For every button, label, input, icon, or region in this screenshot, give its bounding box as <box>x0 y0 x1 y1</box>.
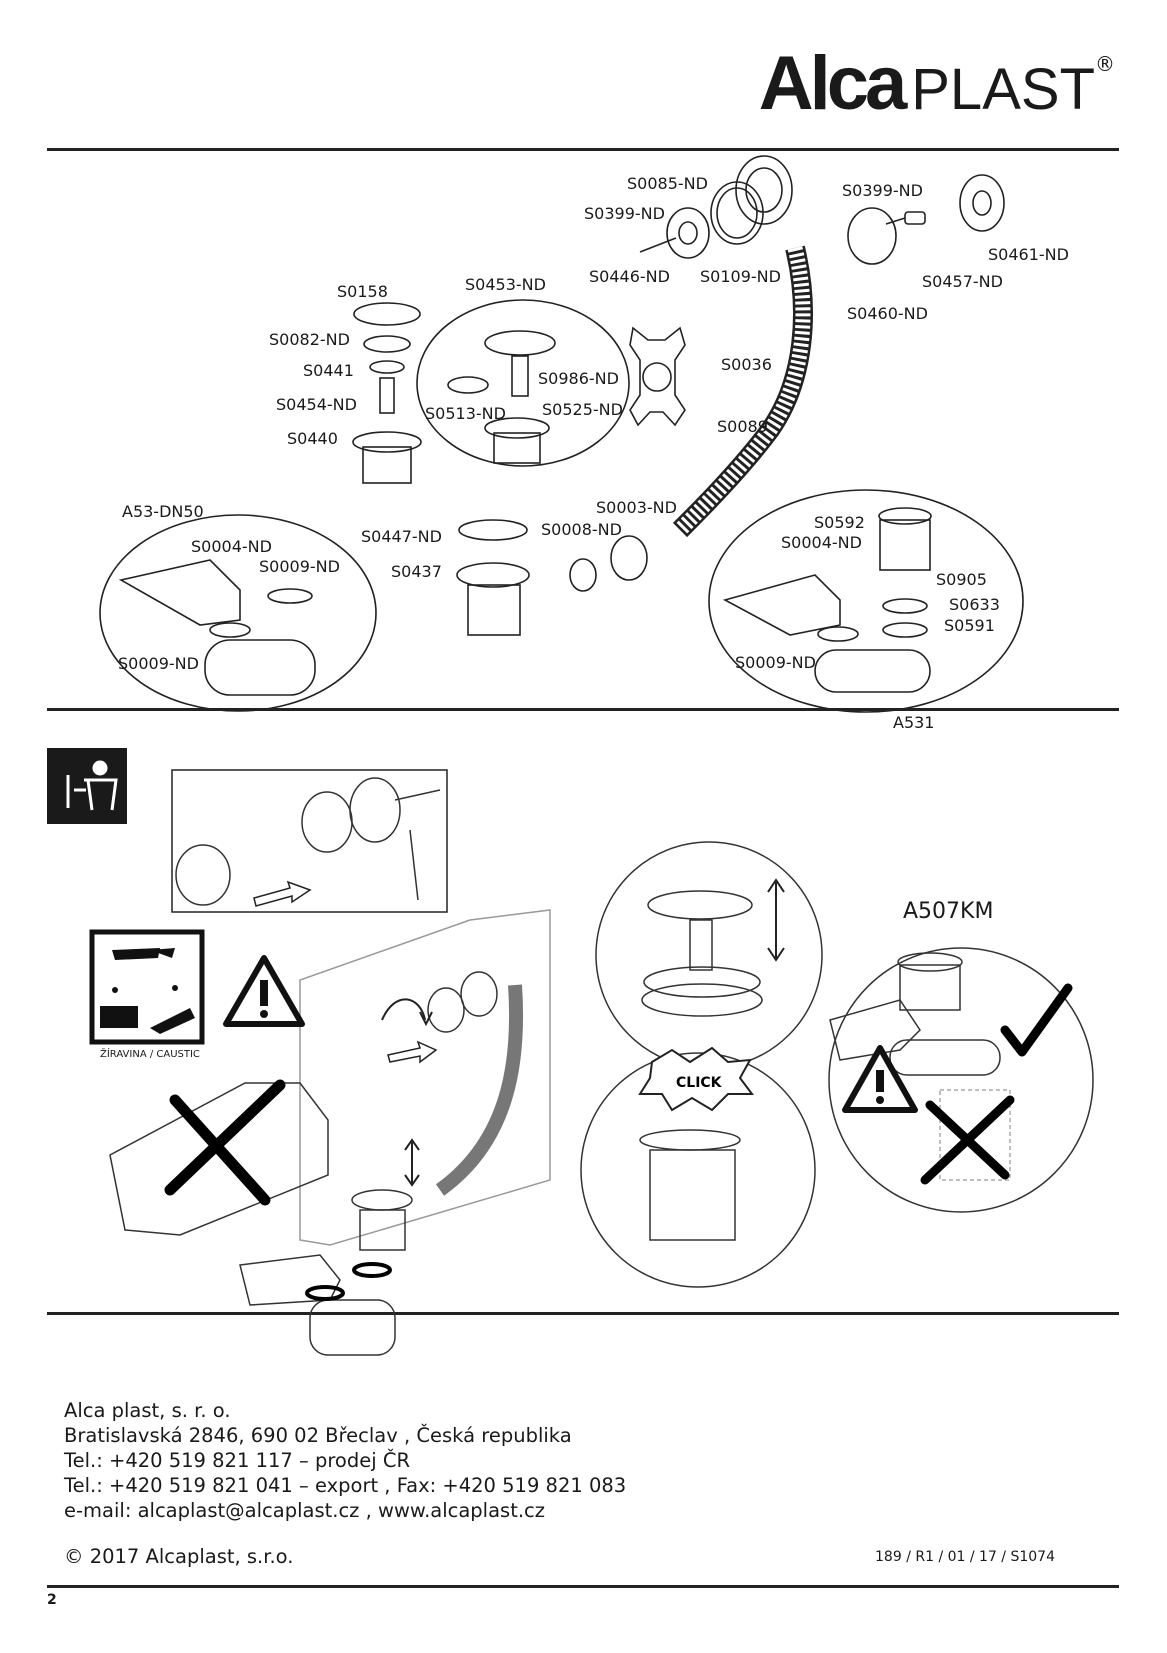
overflow-seal-ring <box>710 181 764 245</box>
label-s0513-nd: S0513-ND <box>425 404 506 423</box>
label-a531: A531 <box>893 713 934 732</box>
warning-triangle-icon <box>223 955 305 1027</box>
incompatible-cross-icon <box>920 1095 1015 1185</box>
drain-body-part <box>352 431 422 453</box>
label-s0986-nd: S0986-ND <box>538 369 619 388</box>
registered-mark: ® <box>1095 52 1115 76</box>
label-s0399-nd-right: S0399-ND <box>842 181 923 200</box>
label-s0109-nd: S0109-ND <box>700 267 781 286</box>
click-clack-kit-circle <box>416 299 630 467</box>
company-address: Bratislavská 2846, 690 02 Břeclav , Česk… <box>64 1424 572 1447</box>
label-s0457-nd: S0457-ND <box>922 272 1003 291</box>
detail-inset-frame <box>171 769 448 913</box>
label-s0446-nd: S0446-ND <box>589 267 670 286</box>
warning-triangle-icon-right <box>842 1045 918 1113</box>
phone-domestic: Tel.: +420 519 821 117 – prodej ČR <box>64 1449 410 1472</box>
label-s0440: S0440 <box>287 429 338 448</box>
magnifier-compatibility <box>828 947 1094 1213</box>
a531-trap-circle <box>708 489 1024 713</box>
magnifier-plug-bottom <box>580 1052 816 1288</box>
overflow-grille <box>666 207 710 259</box>
cover-cap-part <box>847 207 897 265</box>
label-s0009-nd-right: S0009-ND <box>735 653 816 672</box>
copyright: © 2017 Alcaplast, s.r.o. <box>64 1545 294 1568</box>
click-label: CLICK <box>676 1075 723 1091</box>
label-s0004-nd-right: S0004-ND <box>781 533 862 552</box>
top-divider <box>47 148 1119 151</box>
label-s0399-nd: S0399-ND <box>584 204 665 223</box>
footer-divider <box>47 1312 1119 1315</box>
magnifier-plug-top <box>595 841 823 1069</box>
label-s0453-nd: S0453-ND <box>465 275 546 294</box>
label-s0004-nd: S0004-ND <box>191 537 272 556</box>
label-s0454-nd: S0454-ND <box>276 395 357 414</box>
label-s0447-nd: S0447-ND <box>361 527 442 546</box>
label-s0089: S0089 <box>717 417 768 436</box>
label-s0003-nd: S0003-ND <box>596 498 677 517</box>
model-label-a507km: A507KM <box>903 899 993 924</box>
company-name: Alca plast, s. r. o. <box>64 1399 231 1422</box>
rotate-arrow-icon <box>381 878 785 1187</box>
bottom-divider <box>47 1585 1119 1588</box>
bathtub-outline <box>299 909 551 1246</box>
label-s0008-nd: S0008-ND <box>541 520 622 539</box>
phone-export: Tel.: +420 519 821 041 – export , Fax: +… <box>64 1474 627 1497</box>
label-s0085-nd: S0085-ND <box>627 174 708 193</box>
click-burst <box>638 1046 754 1112</box>
label-s0461-nd: S0461-ND <box>988 245 1069 264</box>
document-number: 189 / R1 / 01 / 17 / S1074 <box>875 1549 1055 1565</box>
a53-trap-circle <box>99 514 377 712</box>
check-icon <box>1000 983 1073 1057</box>
middle-divider <box>47 708 1119 711</box>
label-s0525-nd: S0525-ND <box>542 400 623 419</box>
prohibited-cross-icon <box>164 1079 286 1206</box>
page-number: 2 <box>47 1592 57 1608</box>
email-web[interactable]: e-mail: alcaplast@alcaplast.cz , www.alc… <box>64 1499 546 1522</box>
label-s0633: S0633 <box>949 595 1000 614</box>
label-s0592: S0592 <box>814 513 865 532</box>
label-s0591: S0591 <box>944 616 995 635</box>
label-s0460-nd: S0460-ND <box>847 304 928 323</box>
bracket-part <box>629 326 686 427</box>
push-arrow-icon <box>253 880 438 1064</box>
plug-cap-part <box>353 302 421 326</box>
label-s0009-nd-lower: S0009-ND <box>118 654 199 673</box>
label-s0158: S0158 <box>337 282 388 301</box>
logo-alca-text: Alca <box>758 41 908 126</box>
chemical-bottle <box>109 1082 329 1236</box>
label-s0036: S0036 <box>721 355 772 374</box>
installer-icon <box>47 748 127 824</box>
company-contact-block: Alca plast, s. r. o. Bratislavská 2846, … <box>64 1398 626 1523</box>
overflow-body-part <box>959 174 1005 232</box>
install-hose <box>435 984 524 1196</box>
label-s0441: S0441 <box>303 361 354 380</box>
label-s0905: S0905 <box>936 570 987 589</box>
caustic-warning-icon <box>89 929 205 1045</box>
overflow-housing-part <box>735 155 793 225</box>
caustic-label: ŽÍRAVINA / CAUSTIC <box>100 1047 200 1060</box>
label-s0437: S0437 <box>391 562 442 581</box>
logo-plast-text: PLAST <box>911 57 1095 122</box>
label-s0082-nd: S0082-ND <box>269 330 350 349</box>
label-s0009-nd: S0009-ND <box>259 557 340 576</box>
label-a53-dn50: A53-DN50 <box>122 502 204 521</box>
